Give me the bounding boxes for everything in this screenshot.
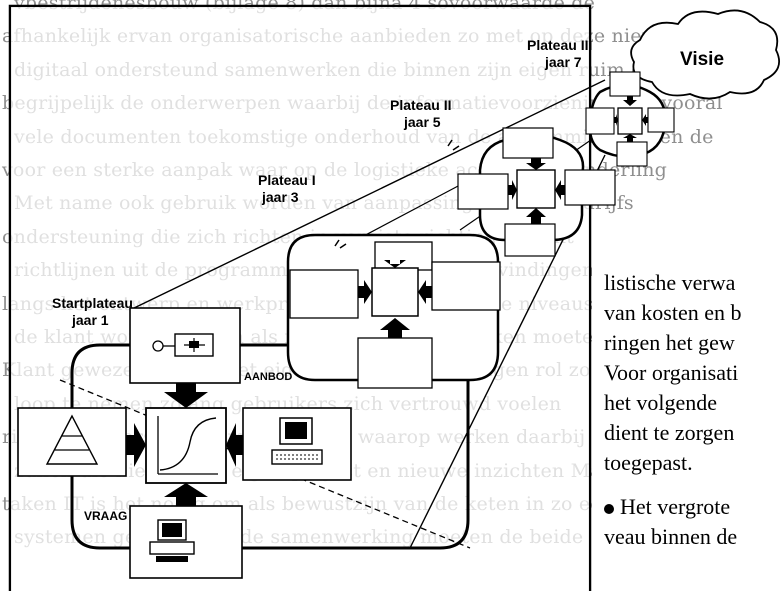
bullet-dot-icon: [604, 503, 614, 514]
plateau3-box: [609, 71, 641, 97]
text-line: Het vergrote: [620, 494, 731, 519]
arrow-right: [508, 180, 517, 200]
plateau2-box: [457, 173, 509, 210]
plateau1-box: [357, 337, 433, 389]
visie-label: Visie: [680, 49, 724, 70]
plateau3-box: [617, 107, 643, 135]
text-line: toegepast.: [604, 450, 693, 475]
big-arrow-up: [164, 483, 208, 506]
overlay-text-panel: listische verwa van kosten en b ringen h…: [592, 262, 782, 591]
text-line: het volgende: [604, 390, 718, 415]
plateau1-year: jaar 3: [261, 189, 299, 205]
sparkle-mark: [447, 139, 460, 151]
plateau2-label: Plateau II: [390, 97, 451, 113]
plateau2-box: [502, 127, 554, 159]
arrow-up: [623, 134, 637, 142]
plateau2-box: [564, 169, 616, 206]
arrow-up: [526, 208, 546, 224]
big-arrow-left: [226, 423, 243, 467]
plateau1-box: [431, 261, 501, 311]
startplateau-year: jaar 1: [71, 312, 109, 328]
aanbod-label: AANBOD: [244, 371, 292, 383]
perspective-line: [129, 79, 606, 311]
arrow-left: [418, 280, 432, 304]
plateau3-label: Plateau III: [527, 37, 592, 53]
arrow-up: [380, 318, 410, 338]
plateau3-box: [647, 107, 675, 133]
text-line: listische verwa: [604, 270, 736, 295]
plateau1-box: [374, 241, 433, 271]
arrow-right: [358, 280, 372, 304]
arrow-down: [526, 158, 546, 170]
text-line: veau binnen de: [604, 524, 738, 549]
computer-terminal-icon: [271, 417, 323, 465]
text-line: dient te zorgen: [604, 420, 735, 445]
big-arrow-down: [164, 383, 208, 408]
text-line: ringen het gew: [604, 330, 735, 355]
arrow-down: [623, 96, 637, 106]
bullet-text-line: Het vergrote: [604, 494, 730, 520]
big-arrow-right: [126, 423, 146, 467]
plateau2-year: jaar 5: [403, 114, 441, 130]
plateau1-label: Plateau I: [258, 172, 316, 188]
sparkle-mark: [334, 239, 347, 249]
diagram-frame: [8, 4, 592, 591]
startplateau-label: Startplateau: [52, 295, 133, 311]
desktop-pc-icon: [149, 519, 195, 562]
plateau1-box: [289, 269, 359, 319]
vraag-label: VRAAG: [84, 509, 127, 523]
arrow-left: [642, 114, 648, 126]
arrow-down: [384, 260, 406, 268]
text-line: van kosten en b: [604, 300, 742, 325]
visie-cloud: [630, 9, 780, 100]
aanbod-machine-icon: [152, 333, 214, 357]
arrow-right: [614, 114, 618, 126]
pyramid-icon: [45, 414, 99, 465]
plateau2-box: [516, 169, 556, 209]
plateau2-box: [504, 223, 556, 257]
plateau3-year: jaar 7: [544, 54, 582, 70]
graph-curve-icon: [157, 416, 218, 475]
plateau3-box: [616, 141, 648, 167]
plateau1-box: [371, 267, 419, 317]
text-line: Voor organisati: [604, 360, 739, 385]
plateau3-box: [585, 107, 615, 135]
arrow-left: [555, 180, 565, 200]
